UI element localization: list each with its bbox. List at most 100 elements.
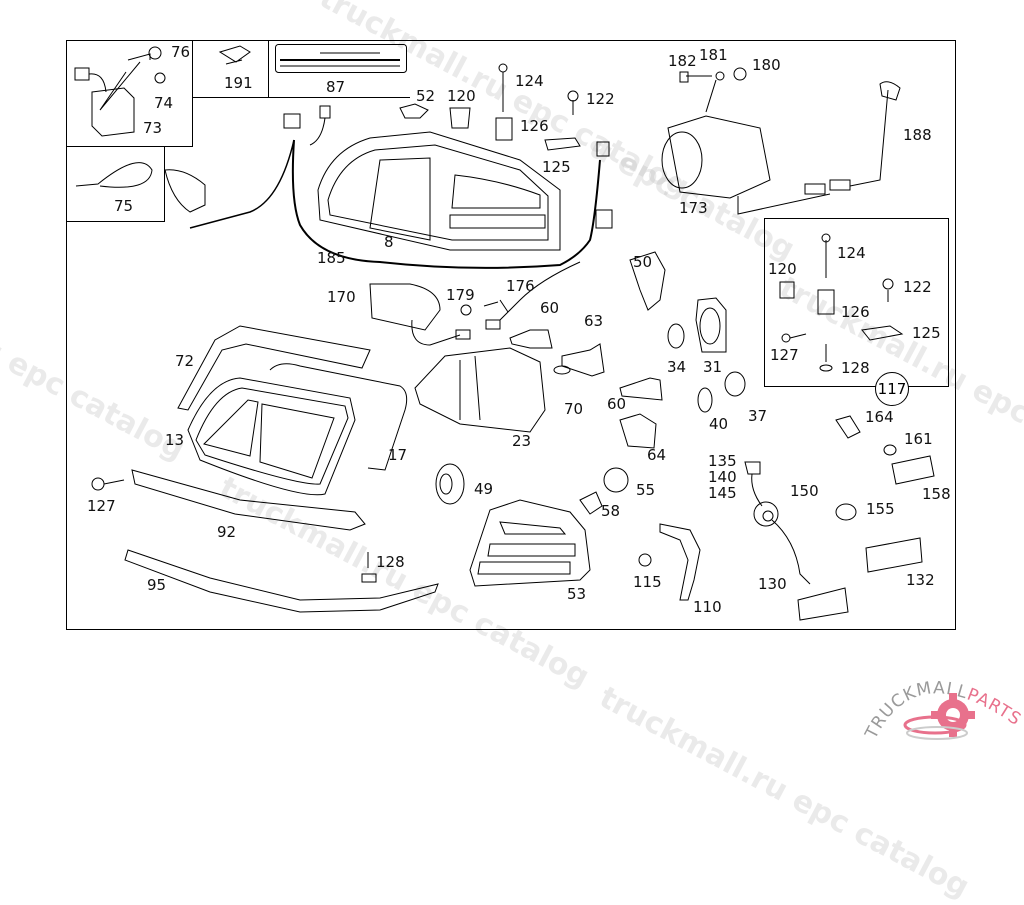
gear-icon [903, 693, 975, 740]
callout-53[interactable]: 53 [567, 585, 587, 603]
callout-17[interactable]: 17 [388, 446, 408, 464]
fasteners-top [399, 63, 581, 151]
callout-23[interactable]: 23 [512, 432, 532, 450]
callout-128[interactable]: 128 [841, 359, 870, 377]
part-55 [603, 467, 629, 493]
part-117-kit [779, 233, 904, 372]
callout-179[interactable]: 179 [446, 286, 475, 304]
callout-72[interactable]: 72 [175, 352, 195, 370]
harness-185 [291, 139, 601, 269]
callout-76[interactable]: 76 [171, 43, 191, 61]
callout-63[interactable]: 63 [584, 312, 604, 330]
part-158 [891, 455, 935, 485]
callout-122[interactable]: 122 [586, 90, 615, 108]
callout-140[interactable]: 140 [708, 468, 737, 486]
callout-8[interactable]: 8 [384, 233, 394, 251]
part-53 [469, 499, 591, 587]
part-73-control-unit [74, 46, 166, 137]
callout-182[interactable]: 182 [668, 52, 697, 70]
callout-191[interactable]: 191 [224, 74, 253, 92]
callout-126[interactable]: 126 [841, 303, 870, 321]
callout-49[interactable]: 49 [474, 480, 494, 498]
callout-127[interactable]: 127 [87, 497, 116, 515]
callout-31[interactable]: 31 [703, 358, 723, 376]
callout-176[interactable]: 176 [506, 277, 535, 295]
callout-155[interactable]: 155 [866, 500, 895, 518]
callout-122[interactable]: 122 [903, 278, 932, 296]
part-8-headlamp [317, 131, 561, 251]
truckmallparts-logo: TRUCKMALLPARTS [855, 645, 1024, 750]
callout-117-label: 117 [877, 380, 907, 398]
callout-124[interactable]: 124 [837, 244, 866, 262]
callout-130[interactable]: 130 [758, 575, 787, 593]
callout-64[interactable]: 64 [647, 446, 667, 464]
callout-158[interactable]: 158 [922, 485, 951, 503]
callout-128[interactable]: 128 [376, 553, 405, 571]
diagram-frame [66, 40, 956, 630]
callout-125[interactable]: 125 [912, 324, 941, 342]
diagram-artwork [66, 40, 949, 621]
callout-110[interactable]: 110 [693, 598, 722, 616]
callout-60[interactable]: 60 [540, 299, 560, 317]
callout-124[interactable]: 124 [515, 72, 544, 90]
callout-40[interactable]: 40 [709, 415, 729, 433]
callout-74[interactable]: 74 [154, 94, 174, 112]
callout-145[interactable]: 145 [708, 484, 737, 502]
callout-87[interactable]: 87 [326, 78, 346, 96]
callout-181[interactable]: 181 [699, 46, 728, 64]
callout-13[interactable]: 13 [165, 431, 185, 449]
part-92 [131, 469, 366, 531]
callout-132[interactable]: 132 [906, 571, 935, 589]
callout-50[interactable]: 50 [633, 253, 653, 271]
callout-185[interactable]: 185 [317, 249, 346, 267]
callout-161[interactable]: 161 [904, 430, 933, 448]
callout-95[interactable]: 95 [147, 576, 167, 594]
part-130 [797, 587, 849, 621]
callout-34[interactable]: 34 [667, 358, 687, 376]
callout-70[interactable]: 70 [564, 400, 584, 418]
callout-37[interactable]: 37 [748, 407, 768, 425]
inset-boxes [66, 40, 949, 387]
callout-164[interactable]: 164 [865, 408, 894, 426]
part-155 [835, 503, 857, 521]
callout-120[interactable]: 120 [447, 87, 476, 105]
callout-170[interactable]: 170 [327, 288, 356, 306]
callout-188[interactable]: 188 [903, 126, 932, 144]
callout-125[interactable]: 125 [542, 158, 571, 176]
part-164 [835, 415, 861, 439]
part-115 [638, 553, 652, 567]
part-176 [483, 299, 509, 313]
callout-52[interactable]: 52 [416, 87, 436, 105]
part-170 [369, 283, 441, 331]
part-132 [865, 537, 923, 573]
part-161 [883, 444, 897, 456]
callout-75[interactable]: 75 [114, 197, 134, 215]
callout-73[interactable]: 73 [143, 119, 163, 137]
part-150 [753, 501, 779, 527]
part-191 [218, 45, 251, 65]
part-23 [414, 347, 546, 433]
callout-180[interactable]: 180 [752, 56, 781, 74]
part-173-fog-lamp [661, 67, 901, 215]
part-foglamp [164, 169, 206, 213]
callout-92[interactable]: 92 [217, 523, 237, 541]
callout-173[interactable]: 173 [679, 199, 708, 217]
bulbs [509, 251, 746, 449]
part-49 [435, 463, 465, 505]
part-179 [460, 304, 472, 316]
callout-117[interactable]: 117 [875, 372, 909, 406]
callout-126[interactable]: 126 [520, 117, 549, 135]
callout-58[interactable]: 58 [601, 502, 621, 520]
callout-115[interactable]: 115 [633, 573, 662, 591]
callout-127[interactable]: 127 [770, 346, 799, 364]
callout-135[interactable]: 135 [708, 452, 737, 470]
part-95 [124, 549, 439, 613]
callout-55[interactable]: 55 [636, 481, 656, 499]
part-75 [75, 162, 153, 188]
headlamp-frames [177, 325, 408, 496]
callout-120[interactable]: 120 [768, 260, 797, 278]
part-58 [579, 491, 603, 515]
callout-150[interactable]: 150 [790, 482, 819, 500]
callout-60[interactable]: 60 [607, 395, 627, 413]
